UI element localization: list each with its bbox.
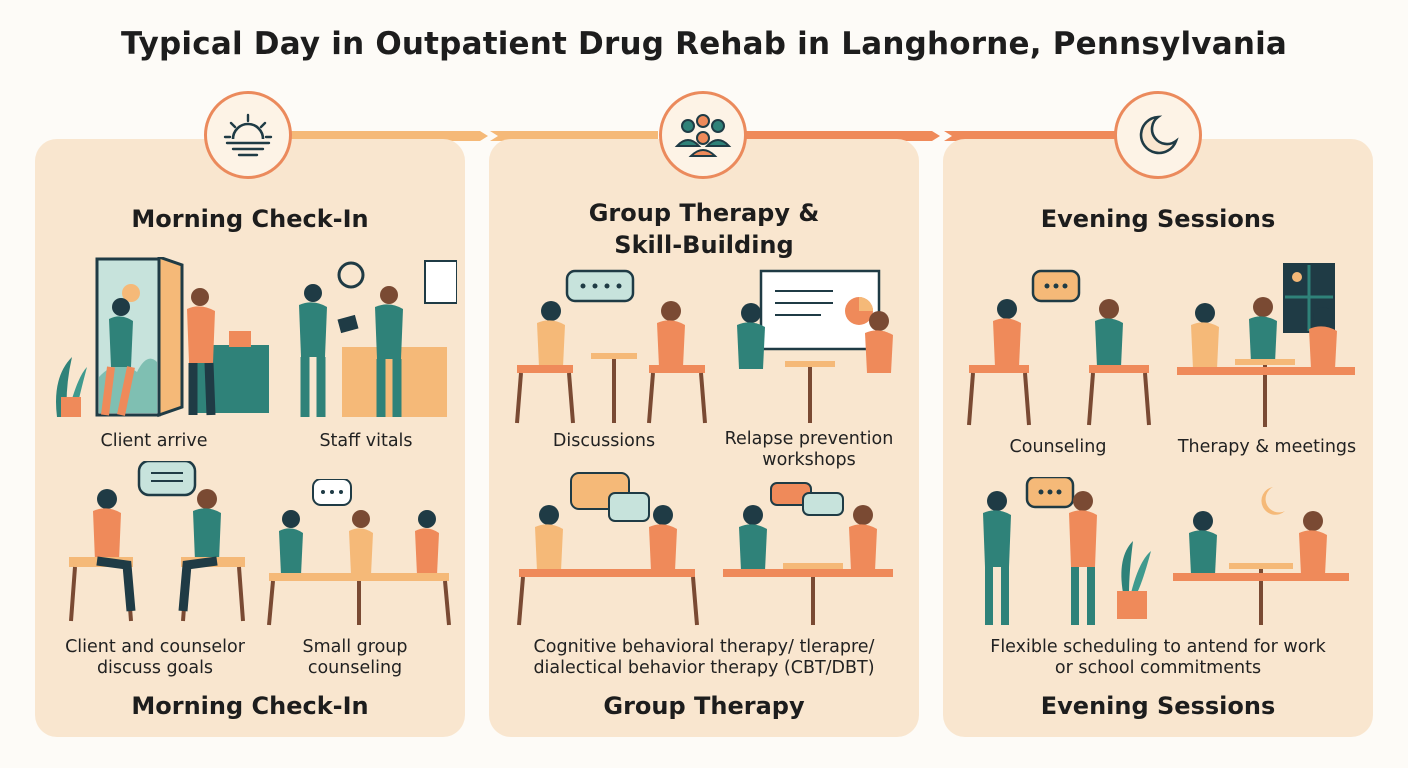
staff-vitals-illustration bbox=[299, 260, 457, 417]
counseling-illustration bbox=[967, 269, 1151, 426]
therapy-meetings-illustration bbox=[1177, 263, 1355, 427]
panel-heading: Group Therapy & Skill-Building bbox=[588, 199, 820, 259]
caption-therapy-meetings: Therapy & meetings bbox=[1177, 437, 1357, 457]
client-counselor-illustration bbox=[69, 461, 245, 622]
page-title: Typical Day in Outpatient Drug Rehab in … bbox=[120, 26, 1288, 62]
client-arrive-illustration bbox=[56, 257, 269, 418]
panel-heading: Morning Check-In bbox=[131, 205, 369, 233]
small-group-illustration bbox=[267, 479, 451, 626]
caption-small-group: Small group counseling bbox=[302, 637, 408, 678]
timeline-connector-3 bbox=[746, 129, 942, 143]
timeline-connector-1 bbox=[290, 129, 490, 143]
caption-counseling: Counseling bbox=[1009, 437, 1107, 457]
timeline-connector-4 bbox=[944, 129, 1116, 143]
panel-heading: Evening Sessions bbox=[1040, 205, 1276, 233]
caption-staff-vitals: Staff vitals bbox=[319, 431, 413, 451]
caption-flexible-scheduling: Flexible scheduling to antend for work o… bbox=[990, 637, 1326, 678]
sunrise-icon bbox=[223, 113, 273, 157]
caption-client-counselor: Client and counselor discuss goals bbox=[65, 637, 245, 678]
evening-badge bbox=[1114, 91, 1202, 179]
caption-relapse-prevention: Relapse prevention workshops bbox=[724, 429, 894, 470]
group-badge bbox=[659, 91, 747, 179]
relapse-workshop-illustration bbox=[737, 269, 893, 423]
caption-cbt-dbt: Cognitive behavioral therapy/ tlerapre/ … bbox=[533, 637, 875, 678]
panel-footer: Morning Check-In bbox=[131, 692, 369, 720]
cbt-dbt-illustration bbox=[517, 472, 893, 626]
panel-footer: Evening Sessions bbox=[1040, 692, 1276, 720]
crescent-moon-icon bbox=[1139, 115, 1179, 155]
panel-evening: Evening Sessions Counseling Therapy & me… bbox=[943, 139, 1373, 737]
panel-footer: Group Therapy bbox=[603, 692, 805, 720]
caption-discussions: Discussions bbox=[552, 431, 656, 451]
timeline-connector-2 bbox=[490, 129, 658, 143]
caption-client-arrive: Client arrive bbox=[100, 431, 208, 451]
discussions-illustration bbox=[515, 269, 707, 424]
panel-group-therapy: Group Therapy & Skill-Building Discussio… bbox=[489, 139, 919, 737]
flexible-scheduling-illustration bbox=[983, 477, 1349, 625]
group-people-icon bbox=[674, 114, 732, 157]
panel-morning: Morning Check-In Client arrive Staff vit… bbox=[35, 139, 465, 737]
morning-badge bbox=[204, 91, 292, 179]
